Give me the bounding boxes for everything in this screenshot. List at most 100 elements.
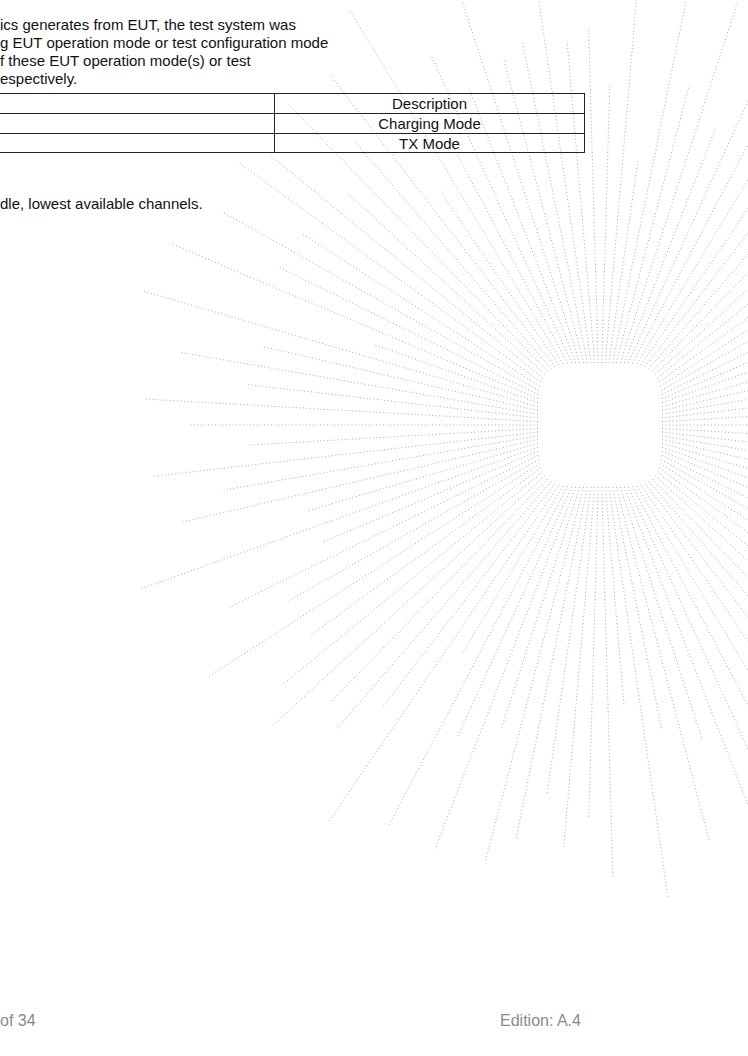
watermark-ray	[462, 486, 563, 654]
watermark-ray	[602, 487, 613, 878]
table-text: Charging Mode	[275, 115, 584, 133]
watermark-ray	[145, 399, 538, 422]
body-text: ics generates from EUT, the test system …	[0, 16, 296, 34]
watermark-ray	[222, 211, 539, 390]
watermark-ray	[662, 251, 748, 395]
watermark-ray	[589, 27, 599, 363]
watermark-ray	[547, 487, 591, 795]
watermark-ray	[624, 129, 715, 363]
watermark-ray	[659, 167, 748, 382]
watermark-ray	[613, 0, 688, 363]
watermark-ray	[605, 487, 624, 706]
watermark-ray	[609, 487, 668, 899]
watermark-ray	[486, 487, 584, 860]
watermark-ray	[645, 484, 748, 749]
watermark-ray	[632, 487, 748, 765]
watermark-ray	[662, 408, 748, 422]
watermark-ray	[190, 425, 538, 426]
watermark-ray	[616, 487, 709, 840]
watermark-ray	[641, 80, 748, 365]
watermark-ray	[662, 370, 748, 414]
watermark-ray	[655, 105, 748, 374]
watermark-ray	[337, 482, 551, 729]
watermark-ray	[662, 447, 748, 562]
watermark-ray	[523, 43, 588, 363]
body-text: dle, lowest available channels.	[0, 195, 203, 213]
watermark-ray	[373, 344, 538, 403]
watermark-ray	[262, 346, 538, 410]
watermark-ray	[662, 329, 748, 411]
watermark-ray	[182, 439, 538, 522]
watermark-ray	[662, 432, 748, 458]
body-text: g EUT operation mode or test configurati…	[0, 34, 328, 52]
watermark-ray	[659, 468, 748, 618]
body-text: f these EUT operation mode(s) or test	[0, 52, 251, 70]
watermark-ray	[660, 464, 748, 683]
watermark-ray	[660, 248, 748, 387]
watermark-ray	[620, 487, 702, 738]
watermark-ray	[228, 455, 539, 608]
watermark-ray	[628, 27, 748, 363]
watermark-ray	[451, 143, 568, 364]
watermark-ray	[139, 447, 538, 589]
watermark-ray	[277, 266, 538, 395]
watermark-ray	[354, 141, 551, 368]
watermark-ray	[641, 485, 748, 763]
table-header: Description	[275, 95, 584, 113]
watermark-ray	[602, 86, 610, 363]
watermark-ray	[348, 194, 545, 375]
watermark-ray	[516, 487, 587, 838]
watermark-ray	[285, 472, 543, 683]
table-cell: Charging Mode	[274, 113, 585, 133]
watermark-ray	[501, 487, 580, 729]
watermark-ray	[637, 486, 748, 795]
watermark-ray	[435, 487, 576, 850]
watermark-ray	[662, 280, 748, 403]
watermark-ray	[303, 234, 539, 386]
watermark-ray	[628, 487, 748, 769]
table-cell	[0, 93, 275, 113]
page-footer: of 34	[0, 1012, 36, 1030]
watermark-ray	[349, 8, 564, 364]
watermark-ray	[653, 239, 748, 371]
watermark-ray	[662, 425, 748, 426]
watermark-ray	[632, 43, 748, 364]
watermark-ray	[662, 436, 748, 505]
watermark-ray	[605, 0, 641, 363]
watermark-ray	[457, 0, 580, 363]
watermark-ray	[662, 283, 748, 399]
watermark-ray	[613, 487, 662, 730]
watermark-ray	[609, 159, 638, 363]
table-cell	[0, 133, 275, 153]
watermark-ray	[248, 429, 538, 446]
body-text: espectively.	[0, 70, 77, 88]
watermark-ray	[470, 90, 576, 363]
watermark-ray	[328, 485, 559, 823]
watermark-ray	[271, 156, 542, 378]
watermark-ray	[620, 0, 742, 363]
watermark-ray	[662, 429, 748, 452]
watermark-ray	[388, 487, 567, 827]
watermark-ray	[322, 451, 538, 542]
watermark-ray	[616, 85, 689, 363]
watermark-ray	[662, 455, 748, 616]
watermark-ray	[661, 195, 748, 390]
watermark-ray	[624, 487, 748, 866]
watermark-ray	[649, 482, 748, 684]
table-text: TX Mode	[275, 135, 584, 153]
watermark-ray	[662, 311, 748, 407]
watermark-ray	[504, 61, 584, 363]
watermark-ray	[224, 436, 538, 490]
watermark-ray	[637, 101, 748, 364]
watermark-ray	[662, 451, 748, 589]
watermark-ray	[154, 432, 538, 476]
watermark-ray	[309, 443, 538, 510]
watermark-ray	[649, 74, 748, 369]
table-cell: Description	[274, 93, 585, 113]
watermark-ray	[440, 192, 559, 366]
watermark-ray	[332, 479, 548, 701]
watermark-ray	[288, 460, 538, 601]
watermark-ray	[179, 352, 538, 414]
watermark-ray	[272, 476, 545, 727]
